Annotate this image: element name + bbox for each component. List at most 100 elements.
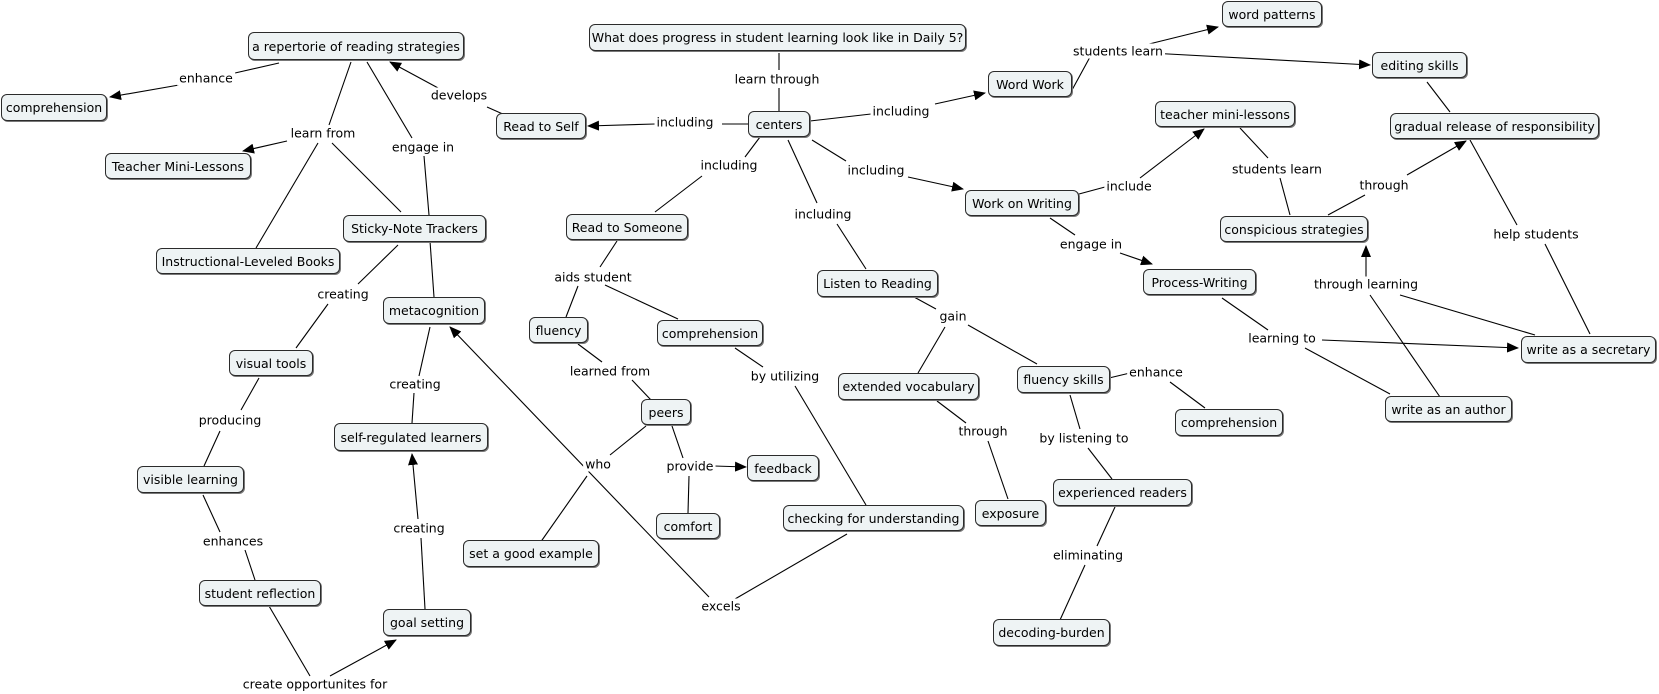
edge-student-reflection-create-opp (268, 605, 311, 677)
link-including-word-work: including (870, 103, 932, 119)
node-listen-to-reading[interactable]: Listen to Reading (817, 270, 938, 297)
edge-learning-to-write-secretary (1321, 339, 1519, 353)
edge-provide-feedback (713, 461, 747, 472)
edge-producing-visible-learning (203, 430, 221, 467)
node-process-writing[interactable]: Process-Writing (1143, 269, 1256, 295)
edge-ltr-gain (913, 296, 937, 310)
node-checking[interactable]: checking for understanding (783, 505, 964, 531)
node-comfort[interactable]: comfort (656, 513, 720, 539)
edge-students-learn-word-patterns (1144, 24, 1219, 46)
link-enhance-comprehension: enhance (177, 70, 235, 86)
node-metacognition[interactable]: metacognition (383, 297, 485, 324)
node-write-secretary[interactable]: write as a secretary (1521, 336, 1656, 363)
edge-repertorie-engage-in (366, 61, 413, 139)
node-sticky-note[interactable]: Sticky-Note Trackers (343, 215, 486, 242)
edge-tml-students-learn (1239, 127, 1269, 159)
node-experienced-readers[interactable]: experienced readers (1053, 479, 1192, 506)
node-teacher-mini-lessons-2[interactable]: Teacher Mini-Lessons (105, 153, 251, 179)
edge-engage-in-sticky-note (423, 155, 430, 216)
edge-learned-from-peers (631, 379, 652, 401)
node-feedback[interactable]: feedback (747, 455, 819, 481)
node-peers[interactable]: peers (641, 399, 691, 425)
edge-who-set-example (539, 475, 588, 544)
edge-goal-setting-creating (420, 537, 426, 610)
link-learn-through: learn through (732, 71, 822, 87)
edge-comprehension-by-utilizing (734, 347, 764, 368)
edge-write-secretary-through-learning (1399, 294, 1536, 336)
node-visible-learning[interactable]: visible learning (137, 466, 244, 493)
node-goal-setting[interactable]: goal setting (383, 609, 471, 636)
node-decoding-burden[interactable]: decoding-burden (993, 619, 1110, 646)
edge-learn-from-sticky-note (331, 142, 402, 213)
link-provide: provide (664, 458, 716, 474)
node-extended-vocab[interactable]: extended vocabulary (838, 373, 979, 400)
edge-learn-from-teacher-mini-lessons (242, 140, 288, 154)
edge-gain-fluency-skills (967, 324, 1038, 365)
link-students-learn-word-work: students learn (1071, 43, 1165, 59)
link-by-utilizing: by utilizing (748, 368, 822, 384)
node-gradual-release[interactable]: gradual release of responsibility (1390, 113, 1599, 139)
link-through-gradual: through (1357, 177, 1411, 193)
link-enhances: enhances (200, 533, 266, 549)
node-repertorie[interactable]: a repertorie of reading strategies (248, 32, 464, 60)
edge-visual-tools-producing (240, 377, 260, 411)
link-producing: producing (196, 412, 264, 428)
node-question[interactable]: What does progress in student learning l… (589, 24, 966, 51)
edge-help-students-write-secretary (1544, 243, 1591, 335)
link-include: include (1104, 178, 1154, 194)
node-write-author[interactable]: write as an author (1385, 396, 1512, 422)
edge-centers-including-ww (809, 113, 872, 122)
link-creating-self-regulated: creating (387, 376, 443, 392)
node-read-to-someone[interactable]: Read to Someone (566, 214, 688, 240)
link-through-learning: through learning (1311, 276, 1421, 292)
edge-fluency-skills-enhance (1108, 372, 1131, 379)
edge-sticky-note-metacognition (429, 240, 435, 298)
node-comprehension-2[interactable]: comprehension (657, 320, 763, 346)
node-exposure[interactable]: exposure (975, 500, 1046, 526)
edge-checking-excels (734, 533, 848, 600)
node-self-regulated[interactable]: self-regulated learners (334, 423, 488, 451)
link-learned-from: learned from (567, 363, 653, 379)
edge-including-read-to-self (587, 120, 656, 131)
edge-learn-from-instructional-books (255, 142, 319, 249)
node-editing-skills[interactable]: editing skills (1372, 52, 1467, 78)
node-fluency[interactable]: fluency (529, 317, 588, 343)
edge-learning-to-write-author (1304, 347, 1391, 395)
edge-visible-learning-enhances (202, 494, 221, 533)
node-conspicious-strategies[interactable]: conspicious strategies (1220, 216, 1368, 242)
edge-peers-provide (671, 425, 684, 459)
node-set-example[interactable]: set a good example (463, 540, 599, 567)
node-visual-tools[interactable]: visual tools (229, 350, 313, 376)
edge-process-writing-learning-to (1221, 297, 1269, 331)
node-fluency-skills[interactable]: fluency skills (1017, 366, 1110, 393)
node-teacher-mini-lessons[interactable]: teacher mini-lessons (1155, 101, 1295, 127)
edge-including-read-to-someone (654, 175, 703, 213)
edge-enhance-comprehension-3 (1169, 381, 1206, 409)
node-word-patterns[interactable]: word patterns (1222, 1, 1322, 27)
edge-students-learn-editing-skills (1149, 52, 1371, 70)
link-create-opportunities: create opportunites for (240, 676, 390, 692)
edge-editing-skills-gradual-release (1426, 81, 1451, 113)
node-word-work[interactable]: Word Work (988, 71, 1072, 97)
node-read-to-self[interactable]: Read to Self (496, 113, 586, 139)
edge-sticky-note-creating (357, 244, 399, 285)
edge-extended-vocab-through (936, 400, 967, 424)
node-work-on-writing[interactable]: Work on Writing (965, 190, 1079, 216)
node-instructional-books[interactable]: Instructional-Leveled Books (156, 248, 340, 274)
edge-fluency-learned-from (577, 343, 603, 363)
edge-creating-visual-tools (295, 303, 329, 349)
node-centers[interactable]: centers (748, 111, 810, 137)
link-learning-to: learning to (1246, 330, 1318, 346)
edge-provide-comfort (687, 475, 690, 514)
edge-students-learn-conspicious (1279, 177, 1291, 216)
node-student-reflection[interactable]: student reflection (199, 580, 321, 606)
edge-write-author-through-learning (1369, 294, 1441, 398)
edge-aids-student-comprehension (604, 284, 679, 320)
node-comprehension-1[interactable]: comprehension (1, 94, 107, 121)
link-engage-in-sticky: engage in (389, 139, 457, 155)
link-learn-from: learn from (288, 125, 358, 141)
node-comprehension-3[interactable]: comprehension (1175, 409, 1283, 436)
edge-develops-repertorie (389, 61, 441, 90)
